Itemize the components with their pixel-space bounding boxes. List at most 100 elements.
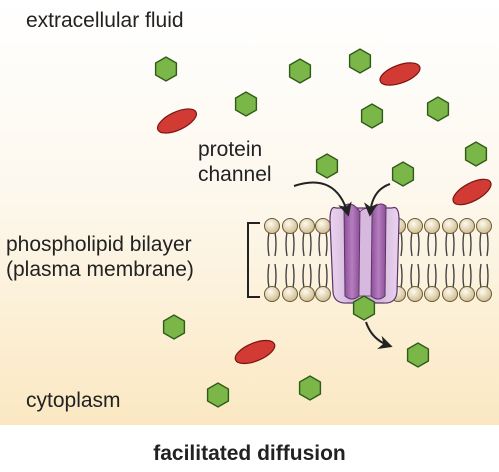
lipid-tail (318, 263, 321, 289)
bilayer-label: phospholipid bilayer (plasma membrane) (6, 232, 194, 282)
phospholipid (264, 263, 280, 302)
protein-channel-label: protein channel (198, 137, 272, 187)
phospholipid (424, 218, 440, 257)
phospholipid (459, 263, 475, 302)
phospholipid (315, 218, 331, 257)
lipid-tail (469, 263, 472, 289)
lipid-tail (479, 263, 482, 289)
lipid-tail (434, 231, 437, 257)
large-molecule-ellipse (156, 108, 198, 134)
lipid-tail (452, 231, 455, 257)
lipid-tail (462, 263, 465, 289)
lipid-head (476, 218, 492, 234)
lipid-head (315, 218, 331, 234)
phospholipid (442, 218, 458, 257)
solute-hexagon (348, 48, 372, 74)
lipid-tail (400, 263, 403, 289)
bilayer-label-line1: phospholipid bilayer (6, 233, 192, 256)
lipid-tail (274, 263, 277, 289)
lipid-tail (434, 263, 437, 289)
lipid-head (442, 286, 458, 302)
lipid-tail (486, 231, 489, 257)
phospholipid (282, 218, 298, 257)
lipid-tail (417, 231, 420, 257)
lipid-tail (325, 231, 328, 257)
lipid-tail (285, 263, 288, 289)
phospholipid (299, 263, 315, 302)
lipid-tail (400, 231, 403, 257)
lipid-head (264, 218, 280, 234)
lipid-head (299, 286, 315, 302)
lipid-head (264, 286, 280, 302)
lipid-tail (292, 231, 295, 257)
lipid-tail (285, 231, 288, 257)
solute-hexagon (426, 96, 450, 122)
figure-caption: facilitated diffusion (153, 442, 346, 465)
solute-hexagon (234, 91, 258, 117)
solute-hexagon (162, 314, 186, 340)
lipid-head (315, 286, 331, 302)
cytoplasm-label: cytoplasm (26, 389, 121, 412)
lipid-tail (318, 231, 321, 257)
solute-hexagon (391, 161, 415, 187)
lipid-head (424, 286, 440, 302)
lipid-tail (309, 231, 312, 257)
lipid-tail (427, 231, 430, 257)
lipid-tail (445, 231, 448, 257)
large-molecule-ellipse (234, 339, 276, 365)
phospholipid (407, 218, 423, 257)
lipid-tail (452, 263, 455, 289)
phospholipid (264, 218, 280, 257)
protein-channel-label-line1: protein (198, 138, 263, 161)
solute-hexagon (315, 153, 339, 179)
lipid-tail (469, 231, 472, 257)
lipid-tail (410, 263, 413, 289)
solute-hexagon (406, 342, 430, 368)
phospholipid (442, 263, 458, 302)
phospholipid (424, 263, 440, 302)
phospholipid (476, 263, 492, 302)
solute-hexagon (298, 375, 322, 401)
lipid-head (282, 218, 298, 234)
lipid-head (459, 286, 475, 302)
bilayer-bracket (247, 222, 260, 298)
lipid-head (282, 286, 298, 302)
phospholipid (407, 263, 423, 302)
lipid-tail (325, 263, 328, 289)
lipid-tail (486, 263, 489, 289)
large-molecule-ellipse (452, 178, 492, 206)
lipid-head (442, 218, 458, 234)
phospholipid (315, 263, 331, 302)
protein-channel-label-line2: channel (198, 163, 272, 187)
solute-molecules (154, 48, 488, 408)
solute-hexagon (206, 382, 230, 408)
lipid-tail (292, 263, 295, 289)
solute-hexagon (288, 58, 312, 84)
solute-hexagon (352, 295, 376, 321)
lipid-tail (417, 263, 420, 289)
phospholipid (299, 218, 315, 257)
phospholipid (476, 218, 492, 257)
lipid-head (459, 218, 475, 234)
lipid-tail (479, 231, 482, 257)
lipid-tail (427, 263, 430, 289)
lipid-tail (309, 263, 312, 289)
lipid-tail (462, 231, 465, 257)
lipid-tail (267, 231, 270, 257)
large-molecules (156, 62, 492, 365)
lipid-head (424, 218, 440, 234)
bilayer-label-line2: (plasma membrane) (6, 258, 194, 282)
lipid-tail (267, 263, 270, 289)
phospholipid (282, 263, 298, 302)
lipid-tail (274, 231, 277, 257)
lipid-head (407, 218, 423, 234)
lipid-tail (302, 263, 305, 289)
lipid-tail (410, 231, 413, 257)
large-molecule-ellipse (379, 62, 421, 86)
extracellular-fluid-label: extracellular fluid (26, 9, 184, 32)
lipid-head (299, 218, 315, 234)
diffusion-arrow (365, 321, 393, 350)
lipid-tail (445, 263, 448, 289)
channel-pointer-arrows (293, 181, 391, 217)
solute-hexagon (464, 141, 488, 167)
